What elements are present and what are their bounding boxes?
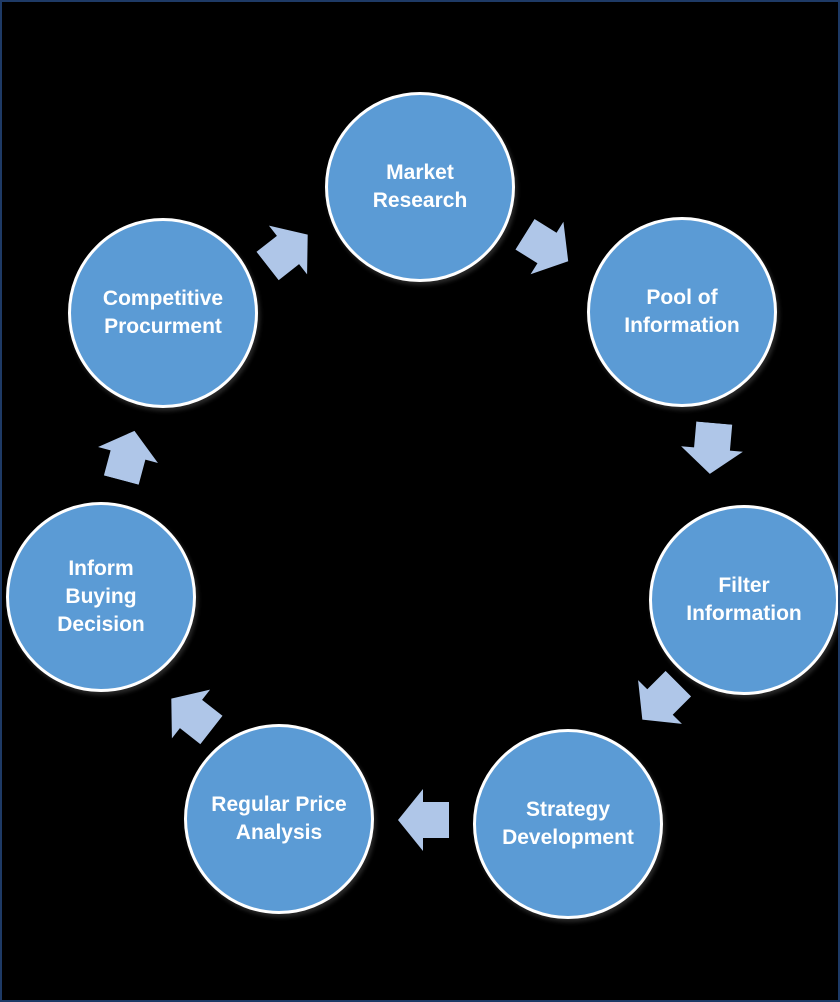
- arrow-pool-of-information-to-filter-information-icon: [678, 420, 746, 477]
- node-market-research: Market Research: [325, 92, 515, 282]
- node-label-inform-buying-decision: Inform Buying Decision: [57, 557, 145, 636]
- node-label-market-research: Market Research: [372, 161, 468, 212]
- node-label-regular-price-analysis: Regular Price Analysis: [211, 793, 347, 844]
- node-label-competitive-procurment: Competitive Procurment: [102, 287, 224, 338]
- arrow-inform-buying-decision-to-competitive-procurment-icon: [90, 422, 165, 489]
- node-strategy-development: Strategy Development: [473, 729, 663, 919]
- arrow-regular-price-analysis-to-inform-buying-decision-icon: [151, 673, 231, 755]
- node-label-pool-of-information: Pool of Information: [624, 286, 740, 337]
- node-label-filter-information: Filter Information: [686, 574, 802, 625]
- arrow-strategy-development-to-regular-price-analysis-icon: [397, 788, 449, 852]
- arrow-market-research-to-pool-of-information-icon: [508, 207, 586, 289]
- node-inform-buying-decision: Inform Buying Decision: [6, 502, 196, 692]
- node-pool-of-information: Pool of Information: [587, 217, 777, 407]
- node-competitive-procurment: Competitive Procurment: [68, 218, 258, 408]
- node-filter-information: Filter Information: [649, 505, 838, 695]
- arrow-competitive-procurment-to-market-research-icon: [248, 209, 328, 291]
- node-label-strategy-development: Strategy Development: [502, 798, 634, 849]
- node-regular-price-analysis: Regular Price Analysis: [184, 724, 374, 914]
- arrow-filter-information-to-strategy-development-icon: [619, 661, 701, 743]
